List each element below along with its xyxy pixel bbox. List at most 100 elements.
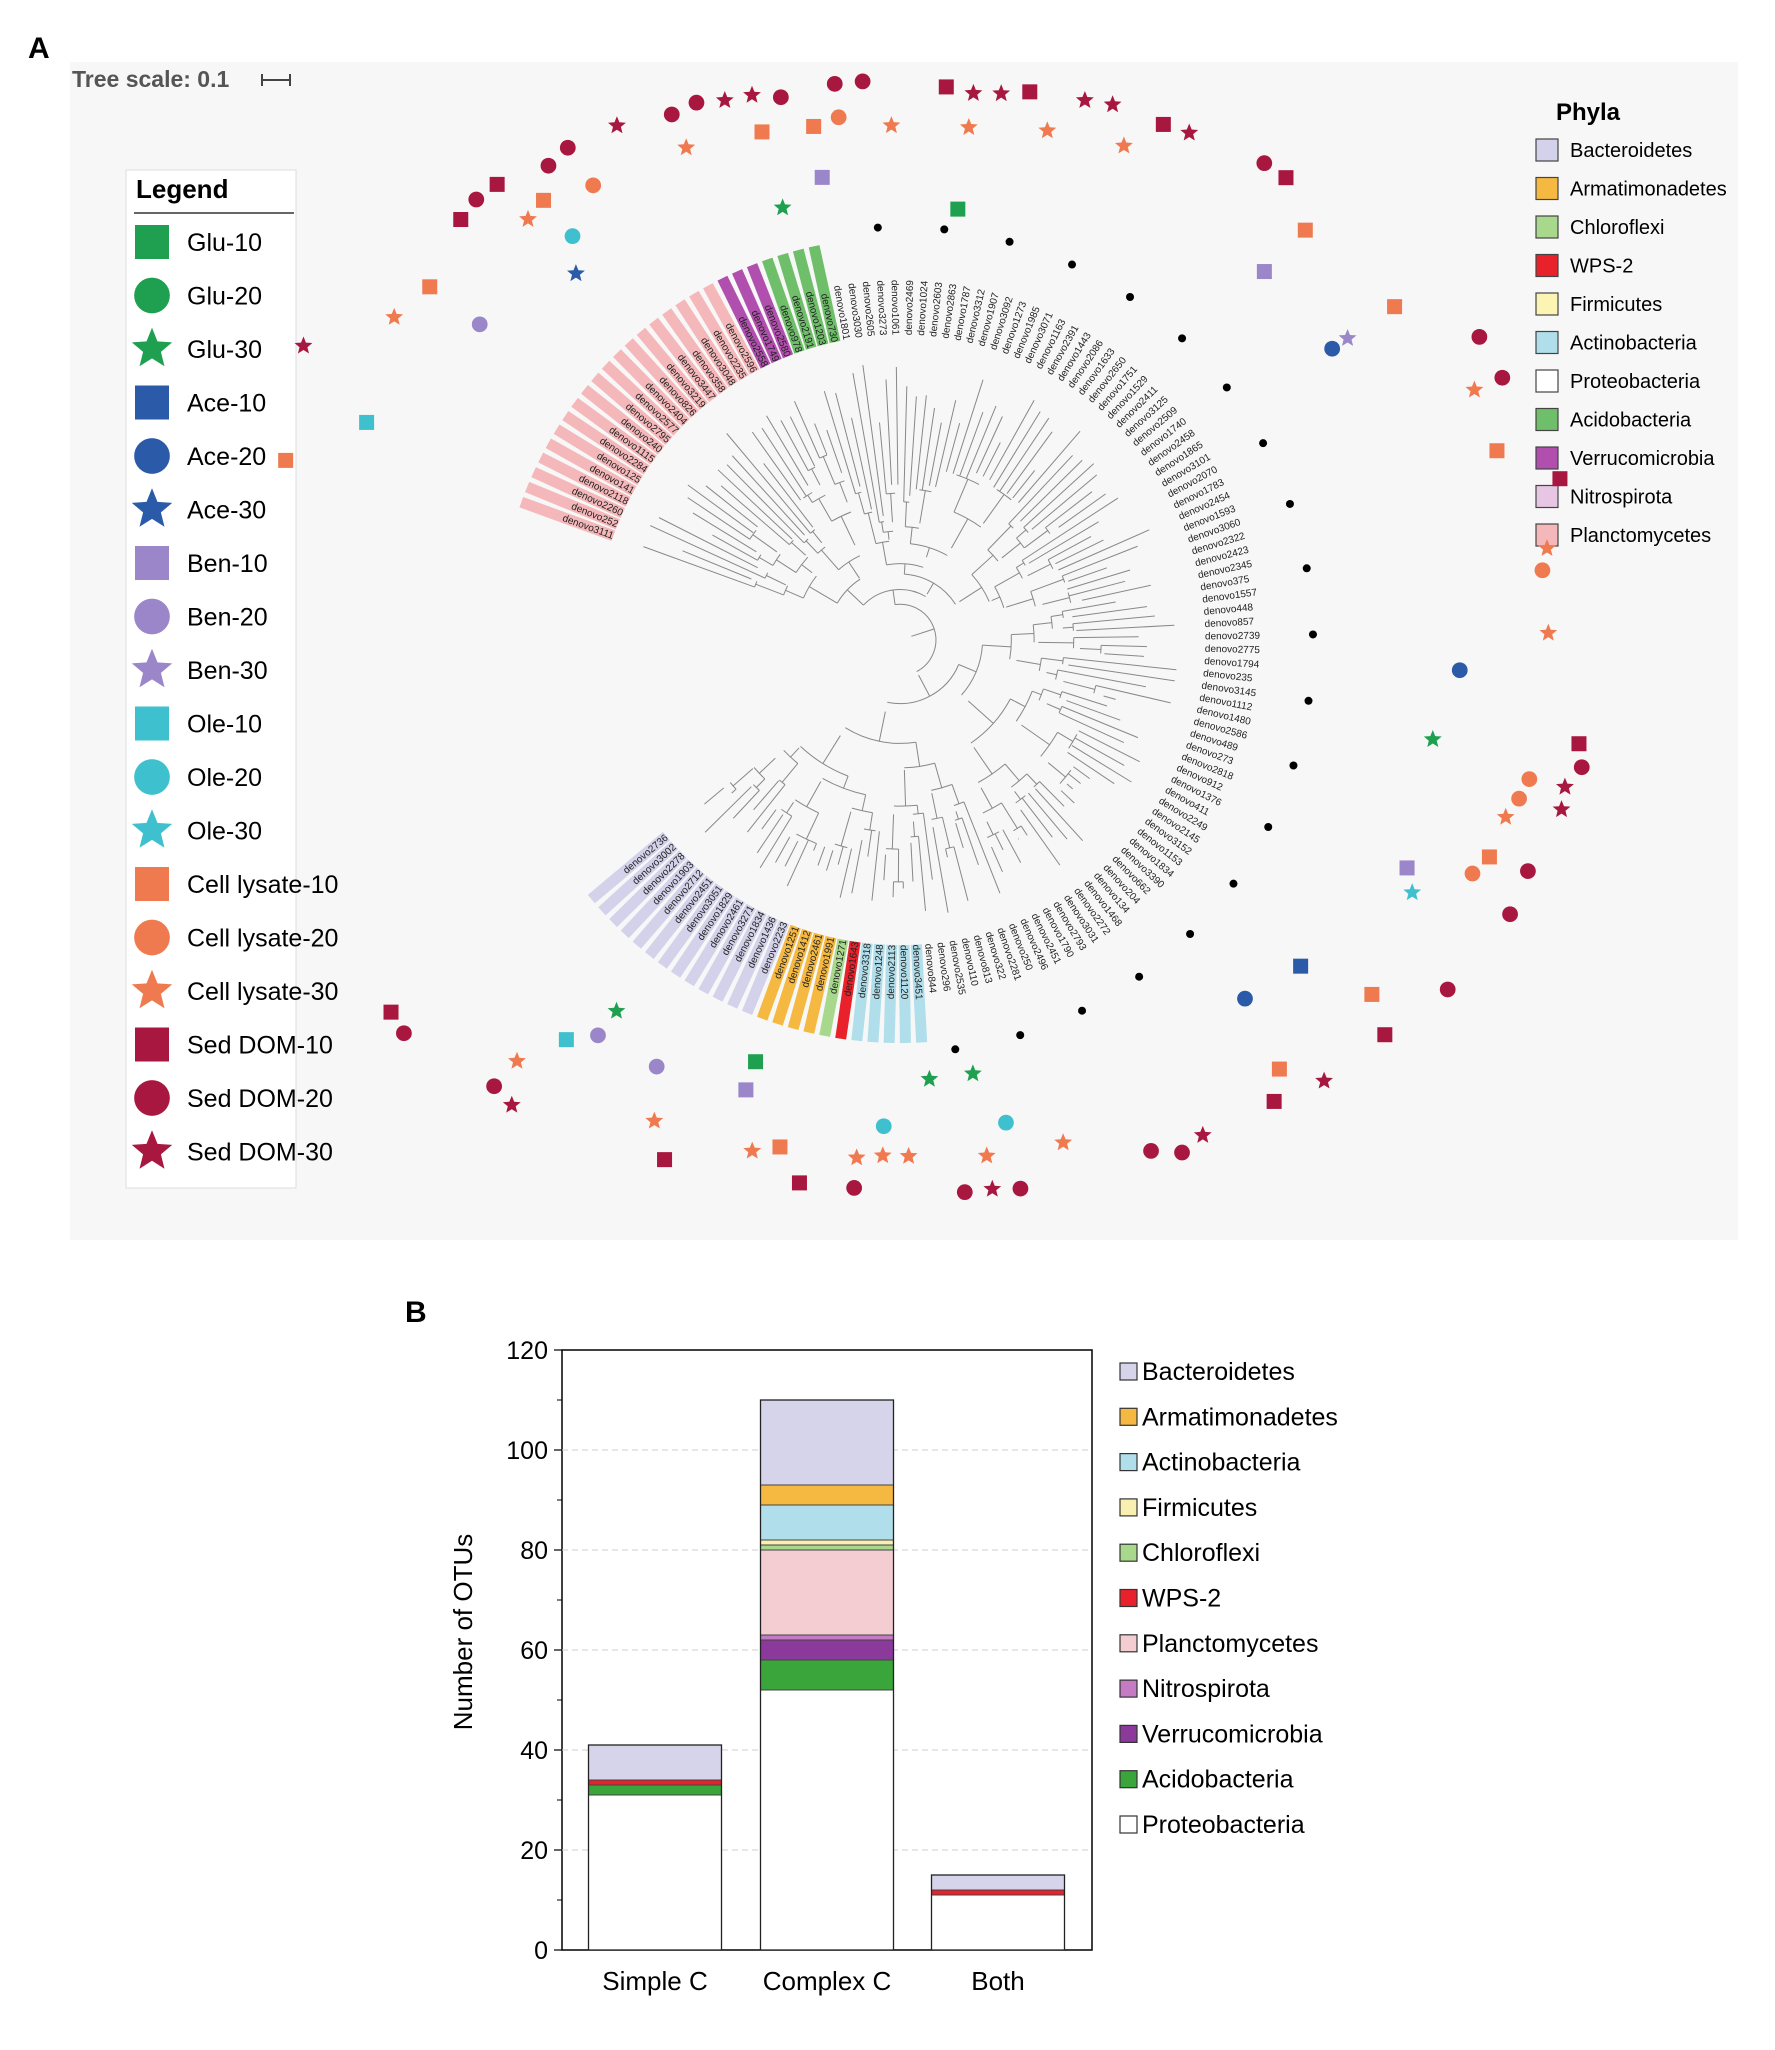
tree-branch bbox=[704, 786, 752, 833]
sample-marker bbox=[564, 228, 581, 244]
panel-a-label: A bbox=[28, 32, 50, 65]
sample-marker bbox=[1494, 369, 1511, 386]
tree-branch bbox=[987, 831, 1000, 838]
tree-branch bbox=[851, 840, 863, 894]
leaf-label-highlight bbox=[562, 410, 650, 475]
legend-item-label: Sed DOM-30 bbox=[187, 1139, 333, 1167]
legend-item-label: Glu-30 bbox=[187, 336, 262, 364]
tree-branch bbox=[812, 531, 823, 544]
tree-branch bbox=[1073, 766, 1091, 780]
leaf-label-highlight bbox=[645, 875, 715, 959]
tree-branch bbox=[1012, 470, 1036, 499]
sample-marker bbox=[1256, 155, 1273, 172]
legend-item-label: Ole-10 bbox=[187, 711, 262, 739]
tip-marker-dot bbox=[1078, 1006, 1087, 1015]
phyla-label: Verrucomicrobia bbox=[1570, 448, 1715, 470]
tree-branch bbox=[755, 583, 784, 596]
sample-marker bbox=[983, 1179, 1002, 1197]
sample-marker bbox=[1193, 1125, 1212, 1143]
tree-branch bbox=[805, 812, 820, 840]
sample-legend-title: Legend bbox=[136, 174, 228, 204]
tree-branch bbox=[643, 546, 755, 588]
tree-branch bbox=[726, 433, 811, 534]
phyla-swatch bbox=[1535, 446, 1559, 470]
tree-branch bbox=[813, 843, 817, 851]
sample-marker bbox=[791, 1175, 807, 1191]
tree-branch bbox=[911, 628, 935, 637]
sample-marker bbox=[998, 1114, 1014, 1131]
tree-branch bbox=[825, 850, 834, 871]
leaf-label: denovo3451 bbox=[910, 944, 924, 1000]
leaf-label-highlight bbox=[613, 349, 690, 427]
phyla-swatch bbox=[1535, 215, 1559, 239]
leaf-label-highlight bbox=[835, 940, 861, 1040]
sample-marker bbox=[959, 118, 978, 135]
sample-marker bbox=[938, 79, 954, 95]
sample-marker bbox=[773, 198, 792, 216]
sample-marker bbox=[1423, 730, 1442, 747]
legend-item-label: Ole-30 bbox=[187, 818, 262, 846]
sample-marker bbox=[846, 1180, 863, 1196]
sample-marker bbox=[585, 177, 602, 194]
sample-marker bbox=[1012, 1180, 1029, 1197]
sample-marker bbox=[956, 1184, 973, 1201]
sample-marker bbox=[754, 124, 770, 140]
tree-branch bbox=[1031, 474, 1098, 530]
bar-segment-proteobacteria bbox=[931, 1894, 1065, 1951]
sample-marker bbox=[1180, 123, 1199, 141]
tree-branch bbox=[795, 556, 809, 573]
sample-marker bbox=[1538, 539, 1556, 556]
legend-marker-star bbox=[131, 809, 173, 848]
tree-branch bbox=[1045, 527, 1051, 534]
sample-marker bbox=[1552, 800, 1571, 818]
leaf-label-highlight bbox=[819, 938, 849, 1037]
tree-branch bbox=[753, 767, 766, 780]
sample-legend-items: Glu-10Glu-20Glu-30Ace-10Ace-20Ace-30Ben-… bbox=[131, 225, 338, 1169]
tree-branch bbox=[1061, 705, 1139, 739]
sample-marker bbox=[1511, 790, 1527, 807]
phyla-label: Proteobacteria bbox=[1570, 371, 1701, 393]
phyla-swatch bbox=[1535, 176, 1559, 201]
tree-branch bbox=[785, 589, 804, 599]
tree-branch bbox=[891, 814, 895, 849]
panel-b-label: B bbox=[405, 1296, 427, 1329]
tip-marker-dot bbox=[951, 1045, 960, 1054]
tree-branch bbox=[945, 423, 961, 472]
sample-marker bbox=[1387, 299, 1403, 315]
leaf-label-highlight bbox=[675, 299, 739, 388]
sample-marker bbox=[489, 176, 505, 192]
phyla-label: Chloroflexi bbox=[1570, 217, 1664, 239]
sample-marker bbox=[964, 83, 983, 101]
tree-branch bbox=[649, 525, 766, 579]
tree-branch bbox=[986, 821, 994, 835]
sample-marker bbox=[1451, 662, 1468, 679]
tree-branch bbox=[1028, 521, 1099, 564]
leaf-label-highlight bbox=[525, 481, 620, 530]
tree-branch bbox=[1095, 684, 1171, 704]
sample-marker bbox=[1103, 95, 1122, 113]
sample-marker bbox=[814, 169, 830, 185]
sample-marker bbox=[1573, 759, 1590, 776]
tree-branch bbox=[1078, 730, 1140, 763]
bar-segment-verrucomicrobia bbox=[760, 1639, 894, 1661]
tree-branch bbox=[875, 540, 890, 545]
tree-branch bbox=[784, 840, 799, 867]
tree-scale-label: Tree scale: 0.1 bbox=[72, 66, 229, 92]
tree-branch bbox=[731, 788, 737, 794]
tree-branch bbox=[1079, 647, 1101, 650]
tree-branch bbox=[1001, 802, 1018, 829]
sample-marker bbox=[1502, 906, 1518, 923]
leaf-label-highlight bbox=[712, 909, 767, 1002]
y-tick-label: 20 bbox=[520, 1837, 548, 1865]
phyla-swatch bbox=[1535, 138, 1559, 162]
tree-branch bbox=[1028, 792, 1068, 840]
tree-branch bbox=[1058, 493, 1106, 528]
sample-marker bbox=[468, 191, 485, 208]
tree-branch bbox=[826, 429, 843, 474]
tree-branch bbox=[910, 835, 919, 838]
tree-branch bbox=[851, 807, 873, 814]
leaf-label: denovo2469 bbox=[904, 280, 916, 336]
legend-label: Proteobacteria bbox=[1142, 1811, 1305, 1839]
legend-marker-star bbox=[131, 488, 173, 527]
phyla-swatch bbox=[1535, 253, 1559, 278]
